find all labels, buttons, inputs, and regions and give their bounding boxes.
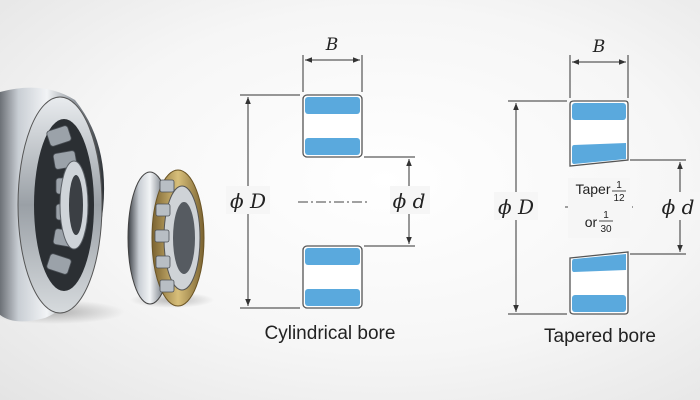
- taper-2-denominator: 30: [600, 224, 612, 235]
- cyl-bore-label: ϕ d: [393, 189, 426, 213]
- or-word: or: [585, 214, 598, 230]
- tap-roller: [572, 103, 626, 120]
- cyl-roller: [305, 97, 360, 114]
- cylindrical-bore-drawing: B ϕ D ϕ d Cylindrical bore: [226, 35, 430, 344]
- tap-roller: [572, 143, 626, 164]
- taper-word: Taper: [575, 181, 610, 197]
- taper-ratio-note: Taper 1 12 or 1 30: [568, 178, 630, 238]
- cyl-roller: [305, 138, 360, 155]
- taper-2-numerator: 1: [603, 210, 609, 221]
- tapered-bearing-photo: [0, 87, 125, 324]
- tap-outer-diameter-label: ϕ D: [498, 195, 534, 219]
- taper-1-denominator: 12: [613, 193, 625, 204]
- cyl-roller: [305, 289, 360, 306]
- cylindrical-bearing-photo: [127, 169, 214, 308]
- cyl-roller: [305, 248, 360, 265]
- cyl-width-label: B: [325, 35, 339, 55]
- tap-roller: [572, 254, 626, 272]
- cyl-outer-diameter-label: ϕ D: [230, 189, 266, 213]
- tap-width-label: B: [592, 37, 606, 57]
- tap-roller: [572, 295, 626, 312]
- taper-1-numerator: 1: [616, 180, 622, 191]
- tapered-bore-drawing: B Taper 1 12 or 1 30 ϕ D: [494, 37, 700, 347]
- tap-caption: Tapered bore: [544, 326, 656, 347]
- cyl-caption: Cylindrical bore: [265, 323, 396, 344]
- tap-bore-label: ϕ d: [662, 195, 695, 219]
